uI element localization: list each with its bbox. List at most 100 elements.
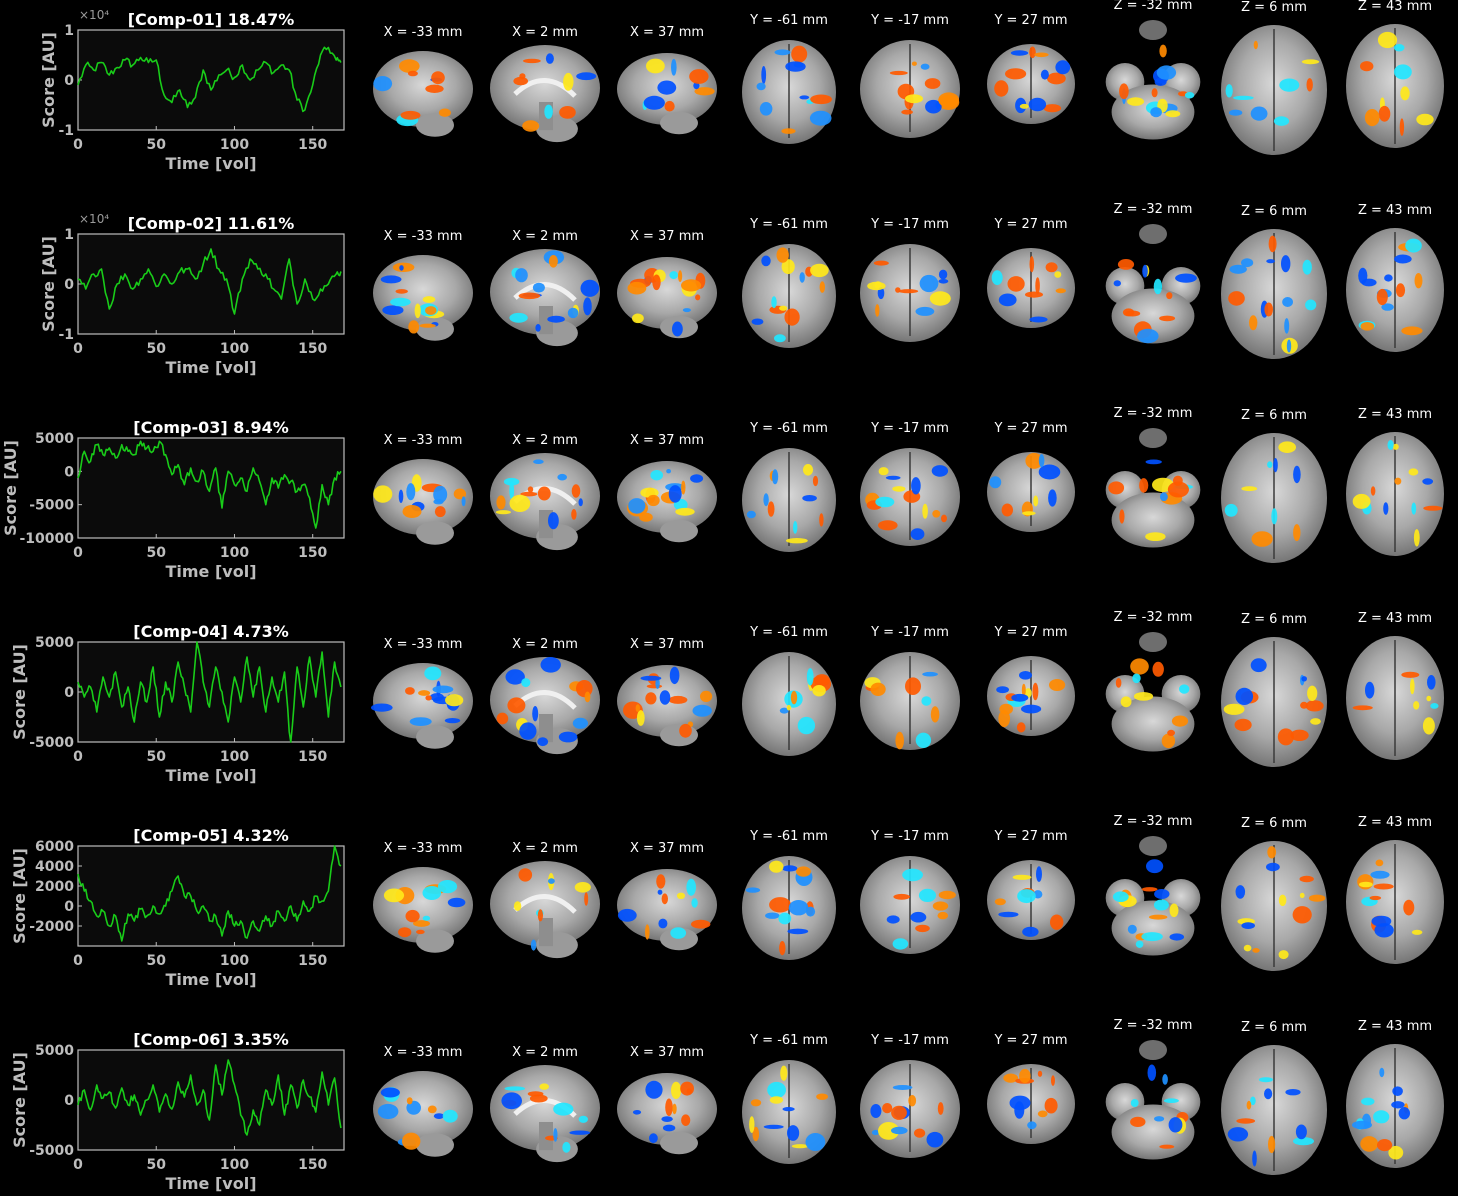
y-tick-label: -5000 xyxy=(29,1143,74,1159)
negative-activation xyxy=(671,58,677,76)
x-tick-label: 150 xyxy=(298,341,327,357)
negative-activation xyxy=(1154,1116,1165,1122)
positive-activation xyxy=(1268,235,1277,253)
negative-activation xyxy=(669,666,680,685)
slice-panel-6: Y = 27 mm xyxy=(987,1033,1075,1144)
positive-activation xyxy=(893,893,910,900)
negative-activation xyxy=(1374,923,1394,938)
slice-panel-5: Y = -17 mm xyxy=(860,421,960,546)
positive-activation xyxy=(937,911,949,920)
negative-activation xyxy=(761,255,771,267)
positive-activation xyxy=(812,685,826,697)
positive-activation xyxy=(416,929,425,935)
negative-activation xyxy=(1038,464,1061,480)
negative-activation xyxy=(1391,1101,1405,1109)
y-exponent-label: ×10⁴ xyxy=(79,212,109,226)
x-axis-label: Time [vol] xyxy=(165,970,256,989)
negative-activation xyxy=(668,485,682,503)
positive-activation xyxy=(1375,859,1384,867)
negative-activation xyxy=(1373,1110,1390,1124)
orbit xyxy=(1139,1040,1167,1060)
slice-label: X = 2 mm xyxy=(512,433,578,448)
slice-panel-2: X = 2 mm xyxy=(490,637,600,755)
positive-activation xyxy=(1292,906,1312,924)
x-tick-label: 0 xyxy=(73,1157,83,1173)
negative-activation xyxy=(765,912,780,919)
positive-activation xyxy=(780,1065,788,1081)
positive-activation xyxy=(1152,661,1164,677)
negative-activation xyxy=(1127,924,1137,934)
slice-label: Y = 27 mm xyxy=(993,13,1067,28)
negative-activation xyxy=(1394,64,1412,80)
negative-activation xyxy=(1398,1107,1411,1120)
negative-activation xyxy=(1379,1067,1385,1078)
negative-activation xyxy=(778,912,792,925)
negative-activation xyxy=(902,868,923,882)
positive-activation xyxy=(1359,881,1373,888)
negative-activation xyxy=(1029,316,1048,323)
cerebellum xyxy=(416,725,454,749)
slice-label: X = 37 mm xyxy=(630,637,704,652)
plot-area xyxy=(77,29,345,131)
negative-activation xyxy=(1169,933,1185,941)
orbit xyxy=(1139,428,1167,448)
cerebellum xyxy=(660,1131,698,1155)
negative-activation xyxy=(925,99,942,114)
y-tick-label: 5000 xyxy=(35,635,74,651)
positive-activation xyxy=(681,1114,691,1126)
positive-activation xyxy=(873,260,889,266)
slice-panel-4: Y = -61 mm xyxy=(742,829,836,960)
positive-activation xyxy=(1171,715,1189,727)
cerebellum xyxy=(416,317,454,341)
positive-activation xyxy=(1376,288,1388,306)
positive-activation xyxy=(1416,113,1434,126)
negative-activation xyxy=(799,272,805,283)
positive-activation xyxy=(635,704,640,712)
negative-activation xyxy=(429,693,444,702)
y-exponent-label: ×10⁴ xyxy=(79,8,109,22)
positive-activation xyxy=(584,691,591,703)
positive-activation xyxy=(537,486,551,501)
x-tick-label: 100 xyxy=(220,749,249,765)
negative-activation xyxy=(1235,885,1246,899)
positive-activation xyxy=(819,513,824,527)
negative-activation xyxy=(1137,328,1159,344)
slice-label: X = -33 mm xyxy=(384,25,463,40)
slice-label: X = 37 mm xyxy=(630,25,704,40)
positive-activation xyxy=(1035,277,1040,295)
negative-activation xyxy=(788,900,809,916)
positive-activation xyxy=(1401,326,1423,336)
positive-activation xyxy=(1149,914,1168,920)
negative-activation xyxy=(1224,503,1238,517)
slice-label: X = 37 mm xyxy=(630,433,704,448)
slice-panel-9: Z = 43 mm xyxy=(1346,407,1444,556)
negative-activation xyxy=(1011,693,1029,702)
positive-activation xyxy=(1241,486,1258,492)
positive-activation xyxy=(1394,477,1402,485)
negative-activation xyxy=(1358,267,1368,284)
negative-activation xyxy=(530,939,537,951)
positive-activation xyxy=(875,304,880,317)
negative-activation xyxy=(1154,889,1170,899)
slice-label: X = 37 mm xyxy=(630,841,704,856)
slice-label: Z = 43 mm xyxy=(1358,611,1432,626)
slice-label: Y = -17 mm xyxy=(870,1033,949,1048)
negative-activation xyxy=(1264,1088,1273,1100)
positive-activation xyxy=(680,1081,694,1096)
slice-label: Z = 43 mm xyxy=(1358,815,1432,830)
negative-activation xyxy=(1286,339,1292,353)
negative-activation xyxy=(759,102,773,116)
positive-activation xyxy=(1122,308,1135,317)
positive-activation xyxy=(1278,441,1296,453)
positive-activation xyxy=(513,76,528,86)
negative-activation xyxy=(875,496,895,508)
slice-label: Y = -17 mm xyxy=(870,13,949,28)
negative-activation xyxy=(1168,1117,1183,1133)
positive-activation xyxy=(520,491,538,497)
negative-activation xyxy=(632,1110,642,1115)
positive-activation xyxy=(1016,722,1026,733)
negative-activation xyxy=(806,668,814,686)
slice-panel-8: Z = 6 mm xyxy=(1221,1020,1327,1175)
positive-activation xyxy=(908,1095,917,1107)
